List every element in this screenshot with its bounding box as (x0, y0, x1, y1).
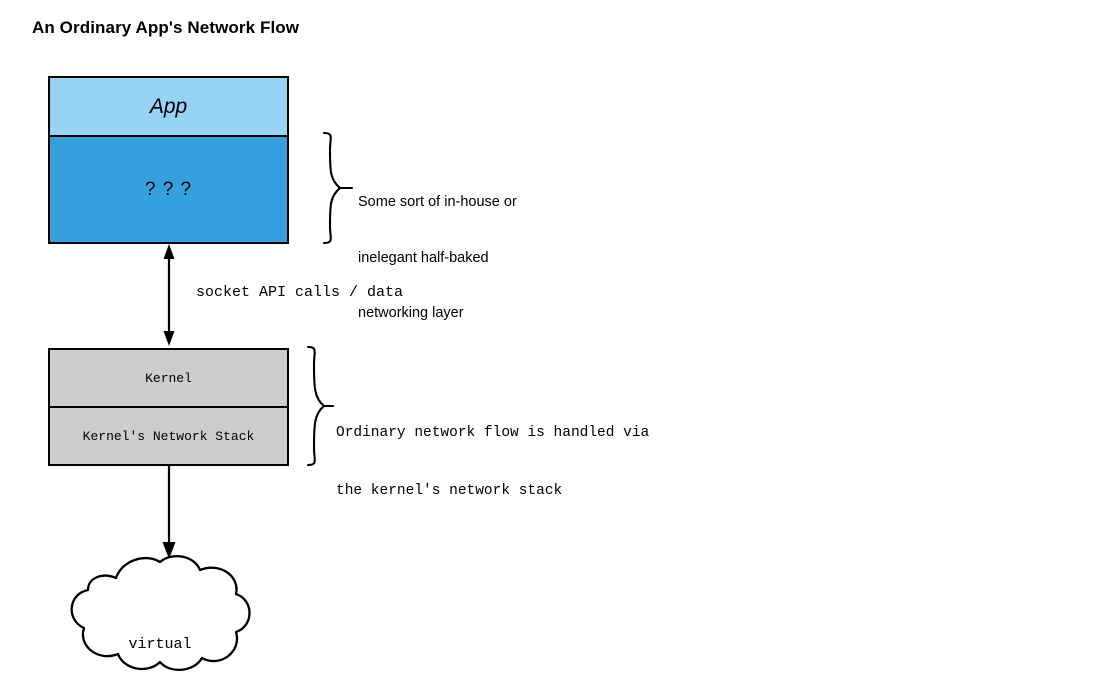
app-annotation-line-3: networking layer (358, 305, 464, 322)
socket-api-arrow (163, 244, 175, 346)
kernel-annotation-brace (306, 345, 335, 467)
page-title: An Ordinary App's Network Flow (32, 18, 300, 37)
networking-layer-label: ? ? ? (144, 178, 193, 200)
cloud-label-line-1: virtual (128, 635, 192, 653)
virtual-networks-cloud (70, 555, 251, 671)
app-annotation-brace (322, 131, 354, 245)
kernel-network-stack-box: Kernel's Network Stack (50, 406, 287, 464)
app-annotation-text: Some sort of in-house or inelegant half-… (358, 156, 517, 360)
app-stack-group: App ? ? ? (48, 76, 289, 244)
kernel-box: Kernel (50, 350, 287, 406)
app-box: App (50, 78, 287, 135)
kernel-annotation-line-1: Ordinary network flow is handled via (336, 425, 650, 442)
kernel-annotation-line-2: the kernel's network stack (336, 482, 563, 499)
app-box-label: App (149, 94, 188, 118)
kernel-box-label: Kernel (145, 370, 192, 386)
app-annotation-line-1: Some sort of in-house or (358, 194, 517, 211)
app-annotation-line-2: inelegant half-baked (358, 249, 489, 266)
socket-api-arrow-label: socket API calls / data (196, 284, 404, 301)
networking-layer-box: ? ? ? (50, 135, 287, 242)
kernel-to-cloud-arrow (162, 464, 176, 559)
kernel-network-stack-label: Kernel's Network Stack (82, 428, 255, 444)
kernel-annotation-text: Ordinary network flow is handled via the… (336, 386, 649, 539)
kernel-stack-group: Kernel Kernel's Network Stack (48, 348, 289, 466)
